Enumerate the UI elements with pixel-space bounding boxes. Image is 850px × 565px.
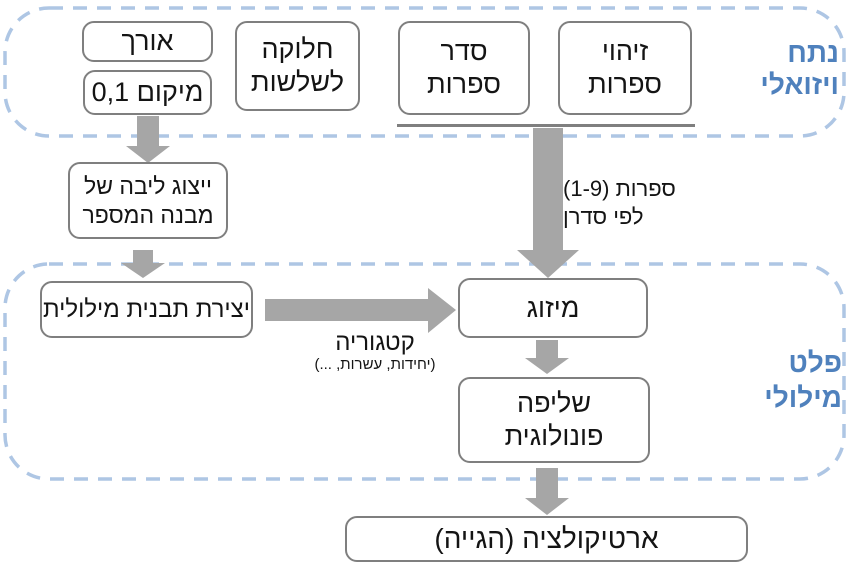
box-length-label: אורך [121,26,174,57]
box-core-line2: מבנה המספר [82,201,214,228]
box-digit-order: סדר ספרות [398,21,530,115]
box-split-line1: חלוקה [261,34,334,65]
box-split-into-triplets: חלוקה לשלשות [235,21,360,111]
box-digit-order-line1: סדר [440,36,488,67]
arrow-position-to-core-icon [126,116,170,163]
arrow-digits-to-merge-icon [517,128,579,278]
verbal-output-section-label: פלט מילולי [712,345,842,415]
box-digit-id-line1: זיהוי [601,36,649,67]
box-digit-identification: זיהוי ספרות [558,21,692,115]
visual-analyzer-label-line1: נתח [787,37,839,68]
digits-arrow-label: ספרות (1-9) לפי סדרן [563,175,703,230]
verbal-output-container-border [3,262,846,481]
visual-analyzer-section-label: נתח ויזואלי [709,37,839,101]
box-phonological-retrieval: שליפה פונולוגית [458,377,650,463]
box-articulation-label: ארטיקולציה (הגייה) [434,522,659,554]
arrow-template-to-merge-icon [265,288,456,333]
box-verbal-template: יצירת תבנית מילולית [40,281,253,338]
arrow-core-to-template-icon [121,250,165,278]
digits-arrow-label-line1: ספרות (1-9) [563,176,676,201]
box-core-line1: ייצוג ליבה של [84,173,212,200]
verbal-output-label-line2: מילולי [764,382,842,413]
category-arrow-label-line1: קטגוריה [335,329,415,356]
verbal-output-label-line1: פלט [788,347,842,378]
box-retrieval-line2: פונולוגית [504,421,604,451]
box-position-label: מיקום 0,1 [91,77,204,108]
box-digit-order-line2: ספרות [427,69,501,99]
arrow-retrieval-to-articulation-icon [525,468,569,515]
box-position: מיקום 0,1 [83,70,212,115]
box-retrieval-line1: שליפה [516,388,592,419]
box-verbal-template-label: יצירת תבנית מילולית [43,295,250,323]
category-arrow-label-line2: (יחידות, עשרות, ...) [314,356,436,373]
arrow-merge-to-retrieval-icon [525,340,569,374]
box-length: אורך [82,21,213,62]
box-split-line2: לשלשות [250,67,345,97]
visual-analyzer-label-line2: ויזואלי [760,69,839,101]
box-digit-id-line2: ספרות [588,69,662,99]
box-core-representation: ייצוג ליבה של מבנה המספר [68,162,228,239]
box-merge-label: מיזוג [526,292,580,323]
box-merge: מיזוג [458,278,648,338]
visual-analyzer-container-border [3,6,846,138]
digits-arrow-label-line2: לפי סדרן [563,203,644,229]
category-arrow-label: קטגוריה (יחידות, עשרות, ...) [291,329,459,374]
box-articulation: ארטיקולציה (הגייה) [345,516,748,562]
